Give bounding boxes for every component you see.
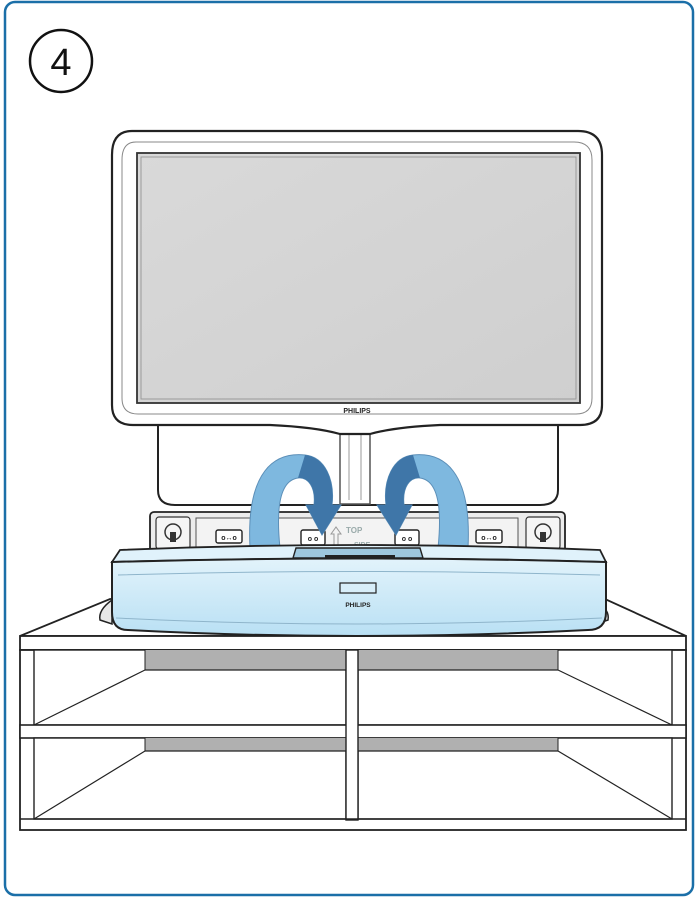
tv-stand-neck	[339, 431, 371, 505]
soundbar-display	[339, 582, 377, 594]
bracket-label-top: TOP	[346, 526, 363, 535]
svg-text:o o: o o	[308, 536, 319, 543]
shelf-bottom-left	[33, 737, 347, 820]
tv-brand-logo: PHILIPS	[343, 408, 371, 415]
soundbar-brand-logo: PHILIPS	[345, 602, 371, 609]
soundbar-body	[111, 557, 607, 637]
tv-screen	[136, 152, 581, 404]
svg-text:o↔o: o↔o	[481, 535, 497, 542]
step-number: 4	[50, 42, 71, 84]
bracket-slot	[475, 529, 503, 544]
bracket-slot	[215, 529, 243, 544]
cabinet-front-edge	[19, 635, 687, 651]
cabinet-divider	[345, 649, 359, 821]
shelf-bottom-right	[357, 737, 673, 820]
bracket-hole-left	[155, 516, 191, 550]
svg-text:o↔o: o↔o	[221, 535, 237, 542]
tv: PHILIPS	[110, 129, 604, 506]
bracket-hole-right	[525, 516, 561, 550]
svg-text:o o: o o	[402, 536, 413, 543]
mounting-arrows	[249, 454, 469, 549]
shelf-top-right	[357, 649, 673, 726]
step-indicator: 4	[28, 28, 94, 94]
step-circle	[28, 28, 94, 94]
shelf-top-left	[33, 649, 347, 726]
soundbar: PHILIPS	[99, 544, 609, 637]
tv-cabinet	[19, 598, 687, 831]
